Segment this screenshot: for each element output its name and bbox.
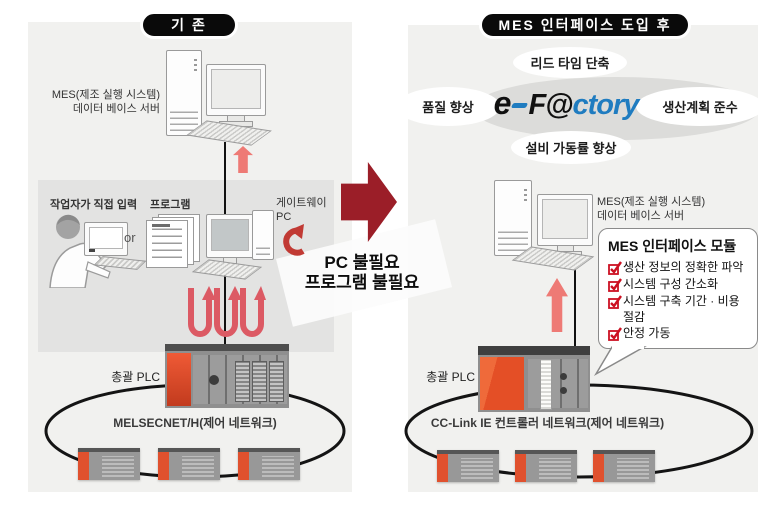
server-monitor-left	[206, 64, 266, 116]
right-panel-title: MES 인터페이스 도입 후	[479, 11, 691, 39]
gateway-monitor	[206, 214, 254, 258]
module-box-title: MES 인터페이스 모듈	[608, 238, 737, 254]
plc-modules	[528, 359, 588, 408]
mes-server-label-line2: 데이터 베이스 서버	[597, 210, 685, 222]
tower-vents	[498, 229, 528, 251]
mes-server-label-line2: 데이터 베이스 서버	[72, 103, 160, 115]
note-line2: 프로그램 불필요	[304, 273, 420, 292]
callout-tail	[593, 344, 647, 377]
plc-station-slots	[182, 456, 214, 477]
plc-station	[437, 450, 499, 482]
plc-station	[78, 448, 140, 480]
master-plc-left	[165, 344, 289, 408]
module-item-text: 시스템 구성 간소화	[623, 277, 718, 291]
document-title-line	[152, 224, 170, 227]
checkbox-checked-icon	[608, 261, 622, 275]
worker-monitor-led	[89, 249, 95, 252]
logo-swoosh-icon	[511, 103, 529, 108]
server-tower-right	[494, 180, 532, 256]
benefit-right: 생산계획 준수	[636, 87, 764, 126]
module-item: 생산 정보의 정확한 파악	[608, 260, 751, 276]
plc-station-slots	[617, 458, 649, 479]
center-note: PC 불필요 프로그램 불필요	[281, 253, 443, 293]
plc-station-slots	[461, 458, 493, 479]
plc-red-module	[167, 353, 191, 406]
plc-cpu-knob	[560, 373, 567, 380]
logo-e: e	[493, 85, 512, 121]
network-label-right: CC-Link IE 컨트롤러 네트워크(제어 네트워크)	[430, 416, 665, 430]
efactory-logo: e F@ctory	[485, 86, 647, 127]
logo-rest: ctory	[572, 89, 639, 121]
network-label-left: MELSECNET/H(제어 네트워크)	[113, 416, 277, 430]
mes-server-label-right: MES(제조 실행 시스템) 데이터 베이스 서버	[597, 195, 705, 223]
plc-red-module	[480, 357, 524, 410]
master-plc-label-left: 총괄 PLC	[111, 370, 160, 384]
plc-station-slots	[262, 456, 294, 477]
gateway-label-line1: 게이트웨이	[276, 197, 327, 209]
plc-station-slots	[102, 456, 134, 477]
server-tower-left	[166, 50, 202, 136]
module-item-text: 생산 정보의 정확한 파악	[623, 260, 744, 274]
gateway-monitor-screen	[211, 219, 249, 251]
plc-station	[238, 448, 300, 480]
module-item-text: 시스템 구축 기간 · 비용 절감	[623, 294, 740, 324]
monitor-screen	[542, 199, 588, 239]
plc-white-module	[540, 359, 552, 410]
worker-monitor	[84, 222, 128, 256]
plc-slot	[252, 361, 267, 402]
plc-station	[593, 450, 655, 482]
plc-slot	[269, 361, 284, 402]
checkbox-checked-icon	[608, 327, 622, 341]
uturn-arrows-icon	[188, 286, 266, 337]
server-monitor-right	[537, 194, 593, 246]
plc-station	[515, 450, 577, 482]
tower-vents	[170, 109, 198, 131]
plc-cpu-knob	[209, 375, 219, 385]
plc-slot	[235, 361, 250, 402]
checkbox-checked-icon	[608, 295, 622, 309]
module-item-text: 안정 가동	[623, 326, 671, 340]
gateway-tower	[252, 210, 274, 260]
worker-monitor-screen	[89, 227, 123, 249]
module-item: 안정 가동	[608, 326, 751, 342]
tower-buttons	[194, 57, 197, 71]
plc-cpu-knob	[560, 387, 567, 394]
mes-module-callout: MES 인터페이스 모듈 생산 정보의 정확한 파악 시스템 구성 간소화 시스…	[598, 228, 758, 349]
master-plc-right	[478, 346, 590, 412]
benefit-top: 리드 타임 단축	[513, 47, 627, 78]
monitor-screen	[211, 69, 261, 109]
module-item: 시스템 구성 간소화	[608, 277, 751, 293]
checkbox-checked-icon	[608, 278, 622, 292]
tower-buttons	[524, 187, 527, 201]
tower-vents	[256, 243, 270, 255]
loop-arrow-icon	[283, 224, 305, 256]
note-line1: PC 불필요	[324, 253, 400, 272]
gateway-label-line2: PC	[276, 211, 292, 223]
program-label: 프로그램	[150, 199, 191, 211]
mes-server-label-left: MES(제조 실행 시스템) 데이터 베이스 서버	[40, 88, 160, 116]
mes-server-label-line1: MES(제조 실행 시스템)	[597, 196, 706, 208]
or-label: or	[124, 230, 136, 245]
module-item: 시스템 구축 기간 · 비용 절감	[608, 294, 751, 325]
logo-f: F@	[528, 89, 573, 121]
plc-station	[158, 448, 220, 480]
document-text-lines	[152, 228, 182, 258]
worker-label: 작업자가 직접 입력	[50, 199, 138, 211]
benefit-bottom: 설비 가동률 향상	[511, 131, 631, 164]
plc-station-slots	[539, 458, 571, 479]
gateway-label: 게이트웨이 PC	[276, 196, 327, 224]
benefit-left: 품질 향상	[396, 87, 500, 126]
connector-line-right	[574, 262, 576, 350]
left-panel-title: 기 존	[140, 11, 238, 39]
document-sheet	[146, 220, 188, 268]
master-plc-label-right: 총괄 PLC	[426, 370, 475, 384]
mes-server-label-line1: MES(제조 실행 시스템)	[51, 89, 160, 101]
